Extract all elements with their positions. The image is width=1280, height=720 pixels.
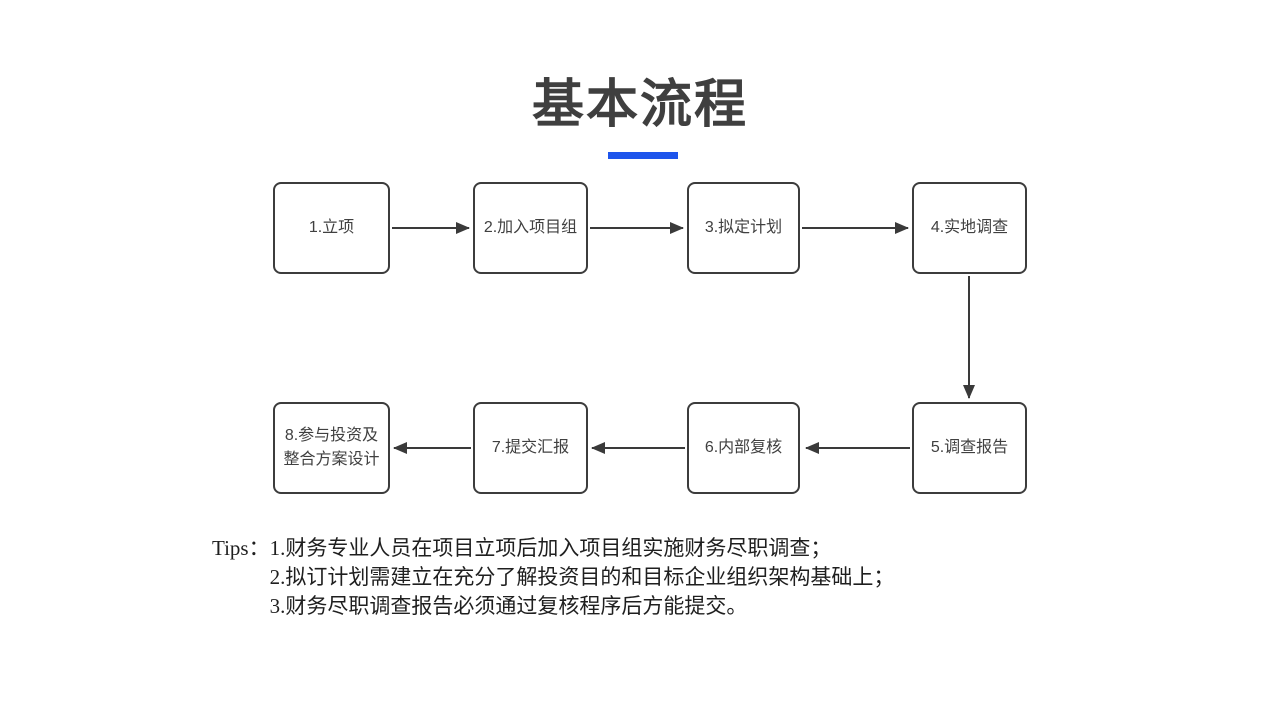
tips-item-2: 2.拟订计划需建立在充分了解投资目的和目标企业组织架构基础上；	[269, 565, 895, 589]
flow-step-7-box: 7.提交汇报	[473, 402, 588, 494]
flow-step-1-box: 1.立项	[273, 182, 390, 274]
flow-step-4-box: 4.实地调查	[912, 182, 1027, 274]
flow-step-6-box: 6.内部复核	[687, 402, 800, 494]
title-underline-accent-bar	[608, 152, 678, 159]
flow-step-5-box: 5.调查报告	[912, 402, 1027, 494]
tips-lines: 1.财务专业人员在项目立项后加入项目组实施财务尽职调查； 2.拟订计划需建立在充…	[270, 534, 895, 621]
flow-step-8-box: 8.参与投资及 整合方案设计	[273, 402, 390, 494]
flow-step-3-box: 3.拟定计划	[687, 182, 800, 274]
tips-item-1: 1.财务专业人员在项目立项后加入项目组实施财务尽职调查；	[269, 536, 832, 560]
tips-note: Tips： 1.财务专业人员在项目立项后加入项目组实施财务尽职调查； 2.拟订计…	[212, 534, 894, 621]
tips-label: Tips：	[212, 536, 270, 560]
tips-item-3: 3.财务尽职调查报告必须通过复核程序后方能提交。	[269, 594, 748, 618]
page-title: 基本流程	[531, 76, 748, 134]
flow-step-2-box: 2.加入项目组	[473, 182, 588, 274]
